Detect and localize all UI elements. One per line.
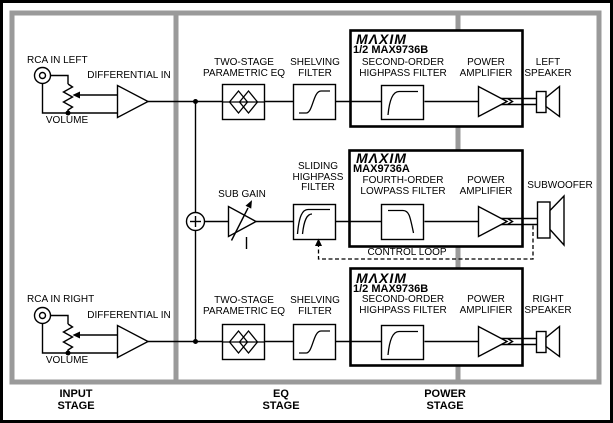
parametric-eq-top-label: TWO-STAGE PARAMETRIC EQ [202,57,286,79]
volume-pot-right-icon [62,323,74,353]
sub-gain-arrow-line [230,207,249,241]
highpass-curve-bottom-icon [387,330,418,356]
wire-sub-speaker-out [501,217,538,226]
amplifiers [116,84,509,359]
filter-boxes [221,83,425,361]
chip-box-sub-max9736a [348,149,524,248]
differential-in-right-label: DIFFERENTIAL IN [87,310,171,321]
power-amp-mid-label: POWER AMPLIFIER [459,175,513,197]
left-speaker-label: LEFT SPEAKER [524,57,572,79]
volume-pot-left-icon [62,83,74,113]
lpf-mid-label: FOURTH-ORDER LOWPASS FILTER [360,175,446,197]
lowpass-curve-icon [388,209,415,234]
shelving-curve-bottom-icon [299,330,330,354]
sliding-hpf-label: SLIDING HIGHPASS FILTER [292,161,344,193]
subwoofer-icon [536,194,565,247]
maxim-part-top: 1/2 MAX9736B [353,44,429,56]
power-amp-bottom-label: POWER AMPLIFIER [459,294,513,316]
power-amp-top-icon [477,85,509,118]
power-amp-bottom-icon [477,325,509,358]
junction-dot [193,99,198,104]
maxim-logo-mid: ΜΛΧΙΜ [356,150,407,166]
wiper-arrow-left-icon [72,91,80,99]
filter-symbols [222,89,418,356]
stage-frame-rect [9,10,602,385]
junction-dot [65,350,71,356]
sub-gain-label: SUB GAIN [218,189,266,200]
volume-right-label: VOLUME [45,355,89,366]
sub-gain-triangle [227,205,258,238]
maxim-logo-bottom: ΜΛΧΙΜ [356,270,407,286]
wiper-arrow-right-icon [72,331,80,339]
wire-right-speaker-out [501,337,537,346]
diff-amp-left-icon [116,84,150,119]
rca-in-right-label: RCA IN RIGHT [27,294,95,305]
summing-node-icon [185,211,206,232]
power-amp-top-label: POWER AMPLIFIER [459,57,513,79]
control-loop-dashed-line [317,225,534,260]
junction-dot [193,339,198,344]
shelving-curve-top-icon [299,90,330,114]
parametric-eq-top-icon [222,89,265,115]
junction-dot [65,110,71,116]
hpf-bottom-label: SECOND-ORDER HIGHPASS FILTER [359,294,447,316]
shelving-bottom-label: SHELVING FILTER [290,295,340,317]
speakers [535,85,565,358]
control-loop-label: CONTROL LOOP [367,247,447,258]
highpass-curve-top-icon [387,90,418,116]
maxim-logo-top: ΜΛΧΙΜ [356,31,407,47]
power-amp-mid-icon [477,205,509,238]
parametric-eq-bottom-icon [222,329,265,355]
chip-box-right-max9736b [349,267,524,367]
maxim-part-bottom: 1/2 MAX9736B [353,283,429,295]
control-loop-path [315,225,534,260]
wire-rca-left [50,74,69,84]
chip-boxes [348,29,524,367]
speaker-right-icon [535,325,561,358]
rca-jack-left-pin-icon [38,71,47,80]
eq-stage-label: EQ STAGE [262,388,300,412]
control-loop-arrowhead [315,238,322,246]
maxim-part-mid: MAX9736A [353,163,410,175]
sliding-highpass-curve-icon [296,208,330,235]
power-stage-label: POWER STAGE [424,388,466,412]
input-stage-label: INPUT STAGE [57,388,95,412]
differential-in-left-label: DIFFERENTIAL IN [87,70,171,81]
wire-ground-right [41,323,118,354]
subwoofer-label: SUBWOOFER [527,180,593,191]
signal-wires [41,74,538,354]
junction-dots [65,91,198,356]
shelving-top-box [292,83,337,121]
shelving-bottom-box [292,323,337,361]
shelving-top-label: SHELVING FILTER [290,57,340,79]
sliding-hpf-box [292,203,337,241]
right-speaker-label: RIGHT SPEAKER [524,294,572,316]
rca-jack-right-pin-icon [38,311,47,320]
sub-gain-arrowhead [245,200,252,209]
diff-amp-right-icon [116,324,150,359]
speaker-left-icon [535,85,561,118]
rca-in-left-label: RCA IN LEFT [27,55,88,66]
wire-rca-right [50,314,69,324]
wire-left-speaker-out [501,97,537,106]
chip-box-left-max9736b [349,29,524,128]
sub-gain-amp-icon [227,200,258,249]
lpf-mid-box [380,203,425,241]
hpf-top-label: SECOND-ORDER HIGHPASS FILTER [359,57,447,79]
wire-ground-left [41,83,118,114]
volume-left-label: VOLUME [45,115,89,126]
rca-jacks [33,66,52,325]
parametric-eq-bottom-label: TWO-STAGE PARAMETRIC EQ [202,295,286,317]
